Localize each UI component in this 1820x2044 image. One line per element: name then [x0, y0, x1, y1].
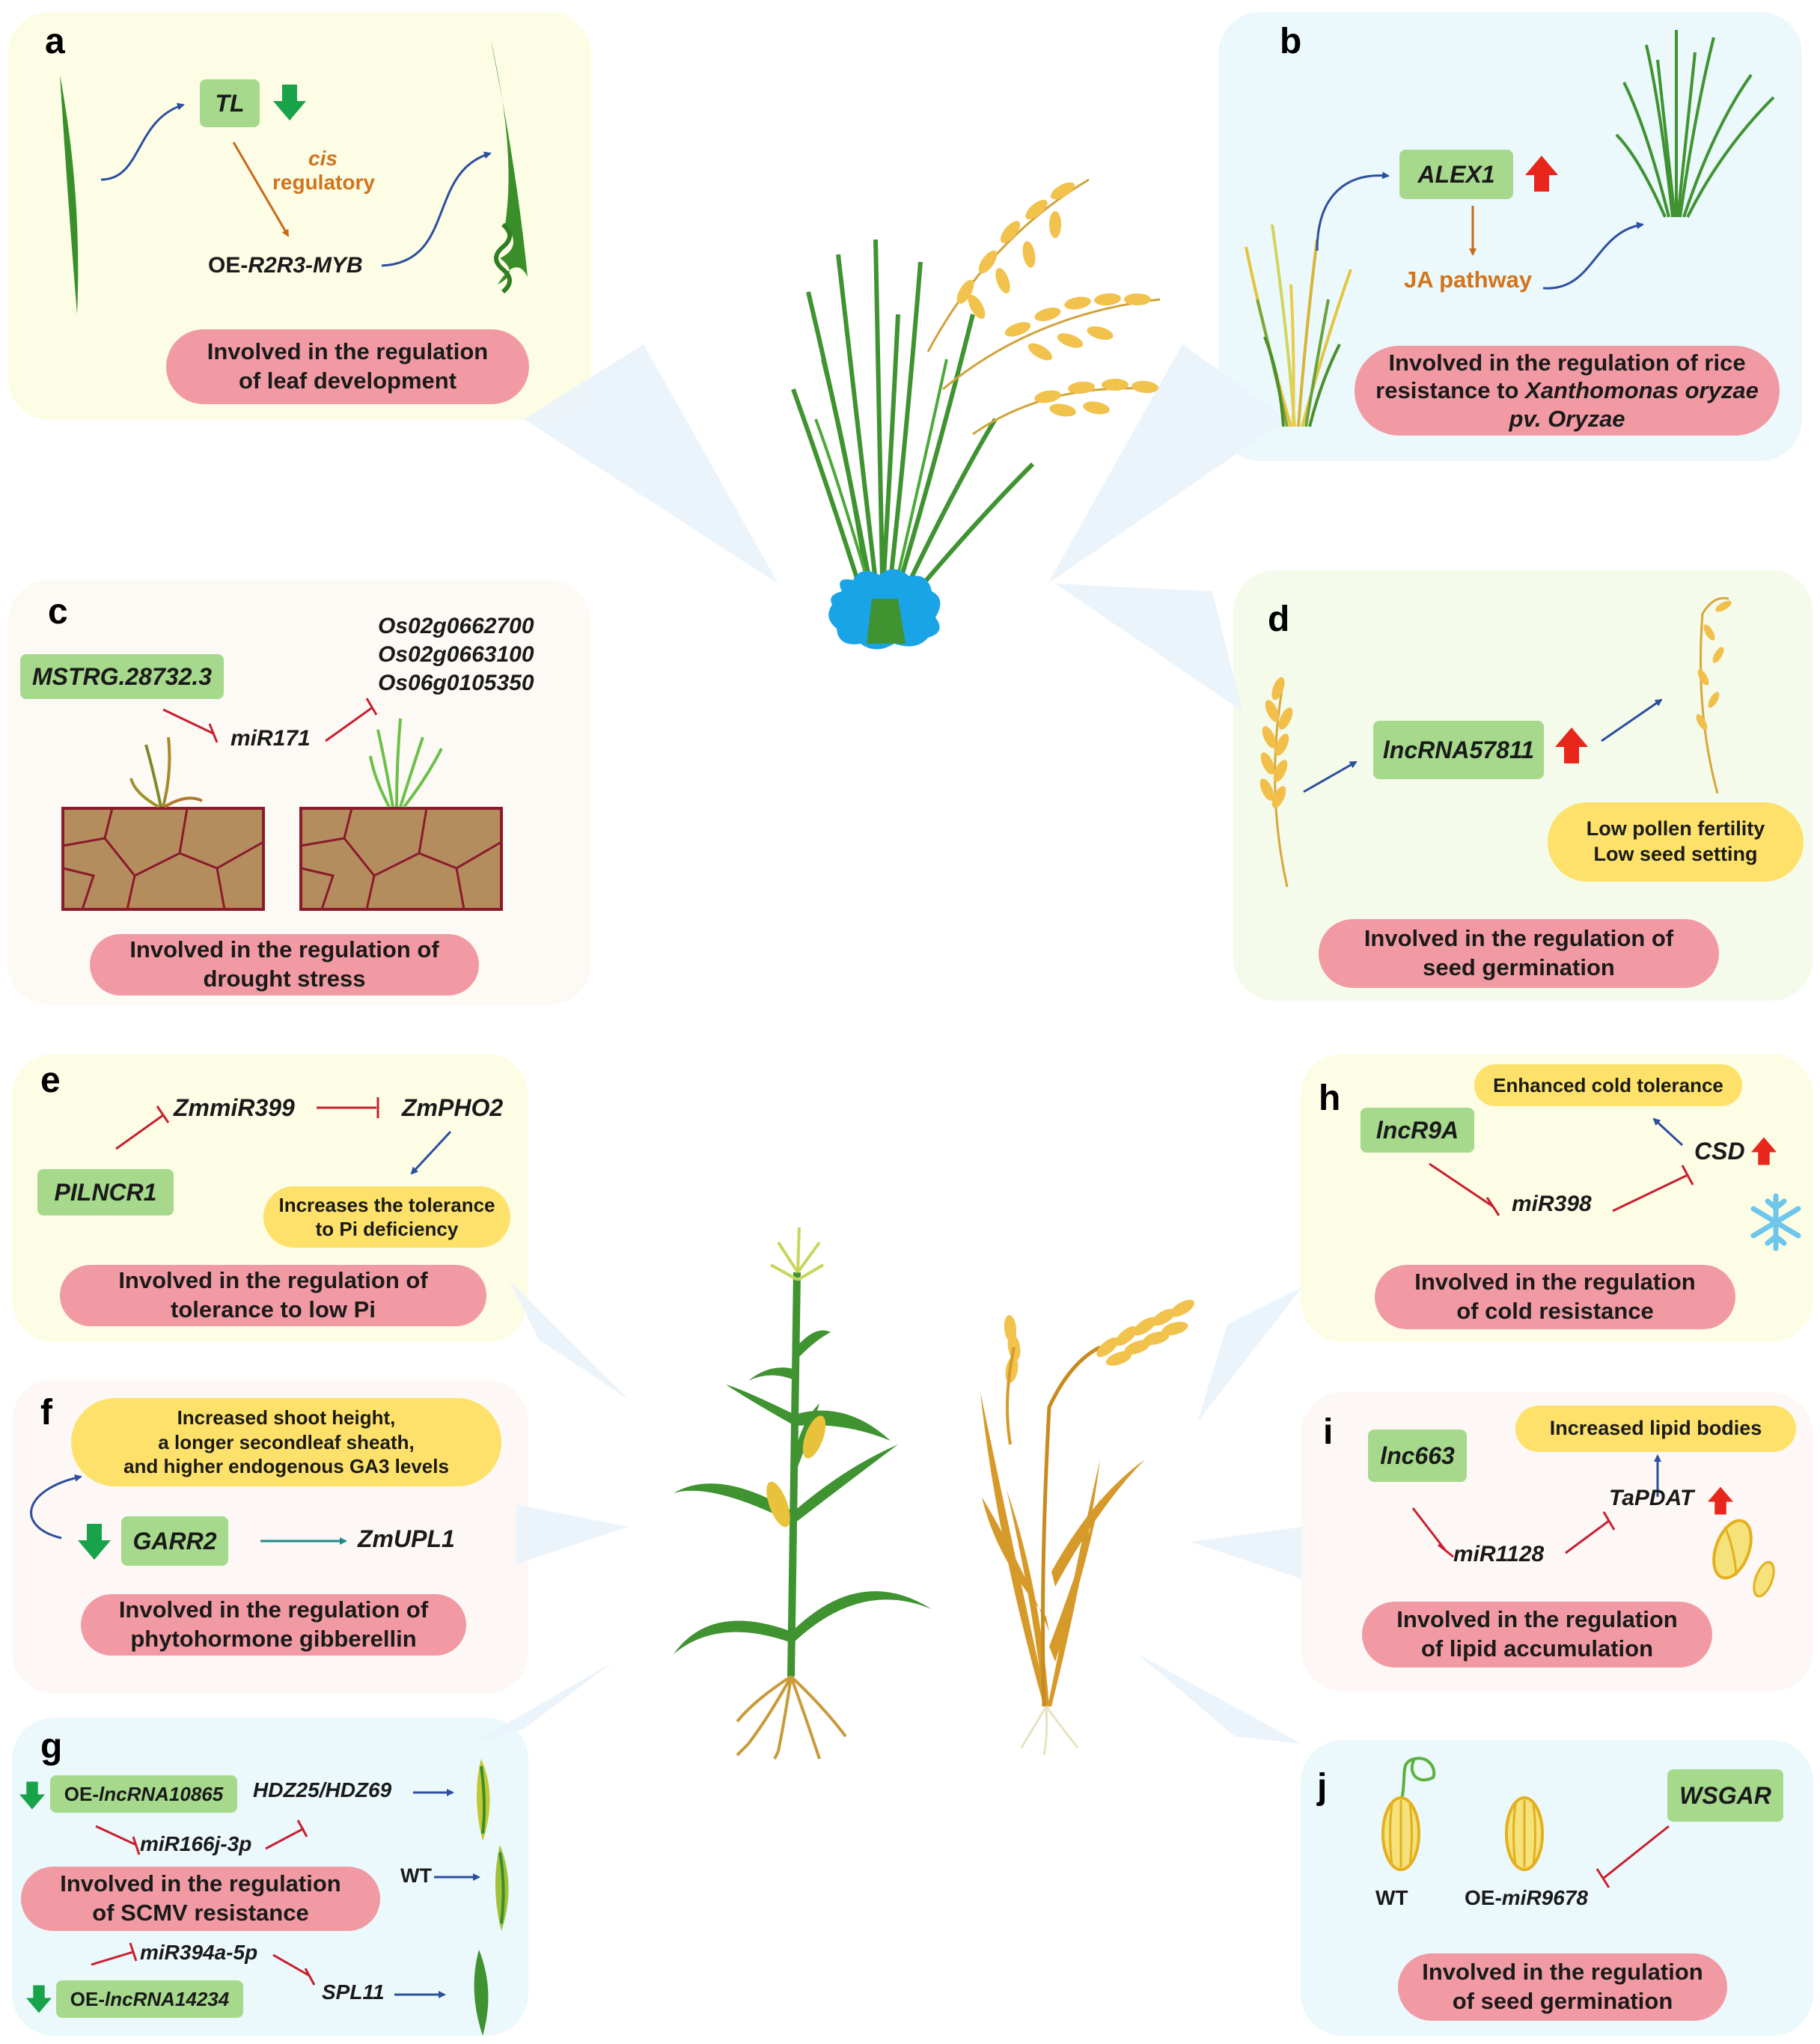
oe-mir9678-label: OE-miR9678	[1465, 1886, 1588, 1909]
panel-h-drawings	[1429, 1117, 1801, 1251]
panel-letter-d: d	[1268, 600, 1290, 639]
rice-panicle-icon	[1259, 677, 1293, 888]
maize-leaf-icons	[474, 1759, 509, 2036]
panel-c-drawings	[61, 698, 503, 911]
cis-label: cis	[308, 147, 338, 170]
gene-box-pilncr1: PILNCR1	[37, 1169, 174, 1215]
gene-box-alex1: ALEX1	[1399, 150, 1513, 199]
snowflake-icon	[1750, 1193, 1801, 1251]
target-zmpho2: ZmPHO2	[402, 1094, 504, 1121]
rolled-leaf-icon	[490, 37, 528, 284]
gene-box-garr2: GARR2	[121, 1516, 228, 1566]
sterile-panicle-icon	[1696, 597, 1732, 794]
mirna-mir398: miR398	[1512, 1192, 1592, 1216]
up-arrow-icon	[1555, 727, 1588, 763]
wt-label-j: WT	[1375, 1886, 1408, 1909]
ja-pathway-label: JA pathway	[1404, 266, 1533, 293]
panel-letter-j: j	[1317, 1767, 1328, 1807]
panel-letter-b: b	[1280, 22, 1302, 61]
regulatory-label: regulatory	[272, 171, 375, 194]
panel-letter-e: e	[40, 1061, 61, 1100]
panel-letter-a: a	[45, 22, 65, 61]
target-gene-1: Os02g0662700	[378, 614, 534, 638]
diseased-rice-icon	[1245, 224, 1352, 427]
wilted-seedling-icon	[129, 736, 203, 808]
gene-box-lnc663: lnc663	[1368, 1430, 1467, 1482]
wt-label-g: WT	[400, 1864, 432, 1887]
panel-e-drawings	[115, 1097, 452, 1175]
gene-box-lncrna57811: lncRNA57811	[1373, 721, 1544, 779]
panel-a-drawings	[60, 37, 528, 314]
effect-pill-i: Increased lipid bodies	[1515, 1406, 1796, 1452]
panel-b-drawings	[1245, 30, 1775, 427]
panel-letter-h: h	[1319, 1079, 1341, 1118]
up-arrow-icon	[1751, 1137, 1777, 1165]
target-hdz25-hdz69: HDZ25/HDZ69	[253, 1778, 392, 1802]
panel-j-drawings	[1381, 1757, 1670, 1888]
gene-box-lncrna10865: OE-lncRNA10865	[50, 1775, 237, 1813]
mirna-zmmir399: ZmmiR399	[174, 1094, 295, 1121]
mirna-mir166j: miR166j-3p	[140, 1832, 252, 1855]
target-spl11: SPL11	[322, 1980, 385, 2004]
panel-letter-c: c	[48, 592, 68, 632]
effect-pill-h: Enhanced cold tolerance	[1474, 1064, 1742, 1106]
mirna-mir171: miR171	[230, 726, 311, 751]
target-oe-r2r3-myb: OE-R2R3-MYB	[208, 253, 363, 278]
gene-box-lncrna14234: OE-lncRNA14234	[56, 1980, 243, 2018]
effect-pill-f: Increased shoot height,a longer secondle…	[71, 1398, 501, 1486]
up-arrow-icon	[1708, 1486, 1733, 1515]
down-arrow-icon	[19, 1781, 45, 1810]
panel-g-drawings	[91, 1759, 509, 2036]
maize-plant-icon	[674, 1227, 932, 1760]
panel-d-drawings	[1259, 597, 1732, 888]
gene-box-mstrg: MSTRG.28732.3	[20, 654, 224, 699]
seed-icon	[1505, 1796, 1544, 1871]
rice-plant-icon	[791, 178, 1161, 650]
target-zmupl1: ZmUPL1	[358, 1525, 455, 1552]
germinating-seed-icon	[1381, 1757, 1436, 1871]
mirna-mir1128: miR1128	[1453, 1542, 1545, 1566]
target-tapdat: TaPDAT	[1609, 1486, 1694, 1510]
drought-soil-icon	[61, 807, 503, 911]
healthy-rice-icon	[1615, 30, 1775, 218]
pointer-wedges	[471, 344, 1302, 1744]
down-arrow-icon	[273, 85, 306, 120]
wheat-plant-icon	[980, 1299, 1195, 1756]
target-csd: CSD	[1694, 1138, 1745, 1165]
down-arrow-icon	[78, 1524, 111, 1560]
gene-box-tl: TL	[200, 79, 260, 127]
up-arrow-icon	[1525, 156, 1558, 192]
healthy-seedling-icon	[369, 718, 443, 808]
panel-letter-i: i	[1323, 1412, 1334, 1452]
gene-box-lncr9a: lncR9A	[1361, 1108, 1474, 1153]
down-arrow-icon	[26, 1985, 52, 2013]
target-gene-3: Os06g0105350	[378, 671, 534, 695]
panel-letter-g: g	[40, 1727, 63, 1766]
panel-f-drawings	[30, 1474, 347, 1545]
gene-box-wsgar: WSGAR	[1667, 1769, 1783, 1822]
panel-letter-f: f	[40, 1393, 52, 1433]
target-gene-2: Os02g0663100	[378, 642, 534, 667]
mirna-mir394a: miR394a-5p	[140, 1941, 258, 1964]
leaf-icon	[60, 75, 79, 314]
lipid-bodies-icon	[1712, 1519, 1775, 1598]
panel-i-drawings	[1411, 1454, 1775, 1598]
